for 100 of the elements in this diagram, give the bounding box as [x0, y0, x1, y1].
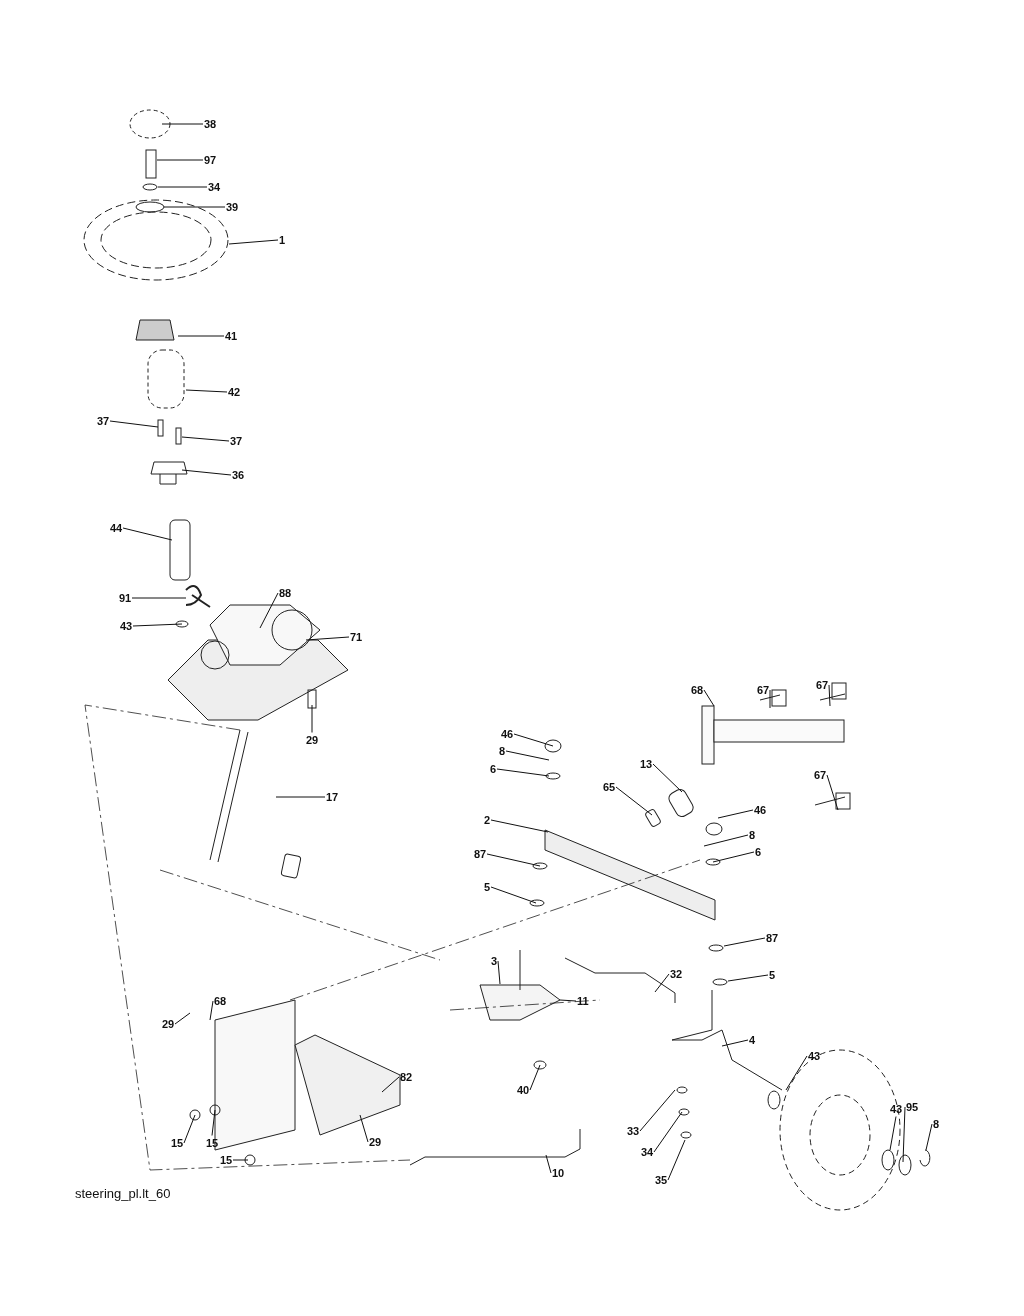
callout-number: 17 [326, 790, 339, 804]
leader-line [639, 1089, 676, 1132]
callout-number: 71 [350, 630, 363, 644]
leader-line [109, 420, 159, 428]
leader-line [131, 597, 187, 599]
callout-number: 82 [400, 1070, 413, 1084]
callout-number: 6 [755, 845, 762, 859]
callout-number: 5 [769, 968, 776, 982]
callout-number: 29 [162, 1017, 175, 1031]
callout-number: 43 [890, 1102, 903, 1116]
leader-line [654, 973, 670, 993]
leader-line [496, 768, 550, 777]
leader-line [177, 335, 225, 337]
leader-line [785, 1055, 808, 1091]
callout-number: 29 [306, 733, 319, 747]
callout-number: 2 [484, 813, 491, 827]
callout-number: 40 [517, 1083, 530, 1097]
callout-number: 88 [279, 586, 292, 600]
leader-line [615, 786, 653, 816]
callout-number: 8 [933, 1117, 940, 1131]
leader-line [305, 636, 350, 641]
callout-number: 91 [119, 591, 132, 605]
leader-line [181, 436, 230, 442]
callout-number: 15 [171, 1136, 184, 1150]
callout-number: 68 [691, 683, 704, 697]
callout-number: 95 [906, 1100, 919, 1114]
leader-line [902, 1106, 906, 1163]
callout-number: 13 [640, 757, 653, 771]
callout-number: 3 [491, 954, 498, 968]
leader-line [513, 733, 554, 747]
leader-line [181, 469, 232, 476]
leader-line [228, 239, 279, 245]
leader-line [490, 819, 549, 833]
callout-number: 11 [577, 994, 589, 1008]
callout-number: 41 [225, 329, 238, 343]
callout-number: 1 [279, 233, 286, 247]
leader-line [529, 1064, 541, 1091]
callout-number: 8 [499, 744, 506, 758]
callout-number: 67 [816, 678, 829, 692]
callout-number: 43 [120, 619, 133, 633]
leader-line [653, 1111, 683, 1153]
callout-number: 6 [490, 762, 497, 776]
callout-number: 42 [228, 385, 241, 399]
leader-line [545, 1154, 552, 1174]
callout-number: 68 [214, 994, 227, 1008]
leader-line [497, 960, 501, 985]
callout-number: 36 [232, 468, 245, 482]
caption: steering_pl.lt_60 [75, 1186, 171, 1201]
leader-line [505, 750, 550, 761]
leader-line [925, 1123, 933, 1151]
callout-number: 4 [749, 1033, 756, 1047]
callout-number: 5 [484, 880, 491, 894]
leader-line [275, 796, 326, 798]
leader-line [163, 206, 226, 208]
callout-number: 67 [814, 768, 827, 782]
callout-number: 10 [552, 1166, 565, 1180]
leader-line [712, 851, 755, 863]
leader-line [703, 834, 749, 847]
leader-line [723, 937, 766, 947]
leader-line [559, 999, 577, 1002]
callout-number: 97 [204, 153, 217, 167]
callout-number: 32 [670, 967, 683, 981]
leader-line [209, 1000, 214, 1021]
leader-line [156, 159, 204, 161]
leader-line [359, 1114, 369, 1143]
callout-number: 65 [603, 780, 616, 794]
leader-line [122, 527, 173, 541]
leader-line [652, 763, 683, 793]
callout-number: 37 [97, 414, 110, 428]
callout-number: 35 [655, 1173, 668, 1187]
callout-number: 15 [206, 1136, 219, 1150]
leader-line [667, 1139, 686, 1181]
leader-line [727, 974, 769, 982]
leader-line [889, 1116, 897, 1151]
callout-number: 67 [757, 683, 770, 697]
leader-line [132, 623, 183, 627]
leader-line [490, 886, 537, 904]
leader-line [161, 123, 204, 125]
callout-number: 34 [208, 180, 221, 194]
leader-line [721, 1039, 749, 1047]
leader-line [157, 186, 208, 188]
callout-number: 39 [226, 200, 239, 214]
callout-number: 34 [641, 1145, 654, 1159]
leader-line [185, 389, 228, 393]
callout-number: 46 [501, 727, 514, 741]
callout-number: 38 [204, 117, 217, 131]
leader-line [183, 1114, 196, 1144]
leader-line [232, 1159, 249, 1161]
callout-number: 44 [110, 521, 123, 535]
leader-line [211, 1109, 216, 1136]
callout-number: 8 [749, 828, 756, 842]
callout-number: 87 [766, 931, 779, 945]
leader-line [828, 684, 831, 707]
callout-number: 87 [474, 847, 487, 861]
leader-line [486, 853, 541, 867]
callout-number: 29 [369, 1135, 382, 1149]
leader-line [826, 774, 839, 811]
callout-number: 37 [230, 434, 243, 448]
callout-number: 33 [627, 1124, 640, 1138]
leader-line [703, 689, 715, 707]
